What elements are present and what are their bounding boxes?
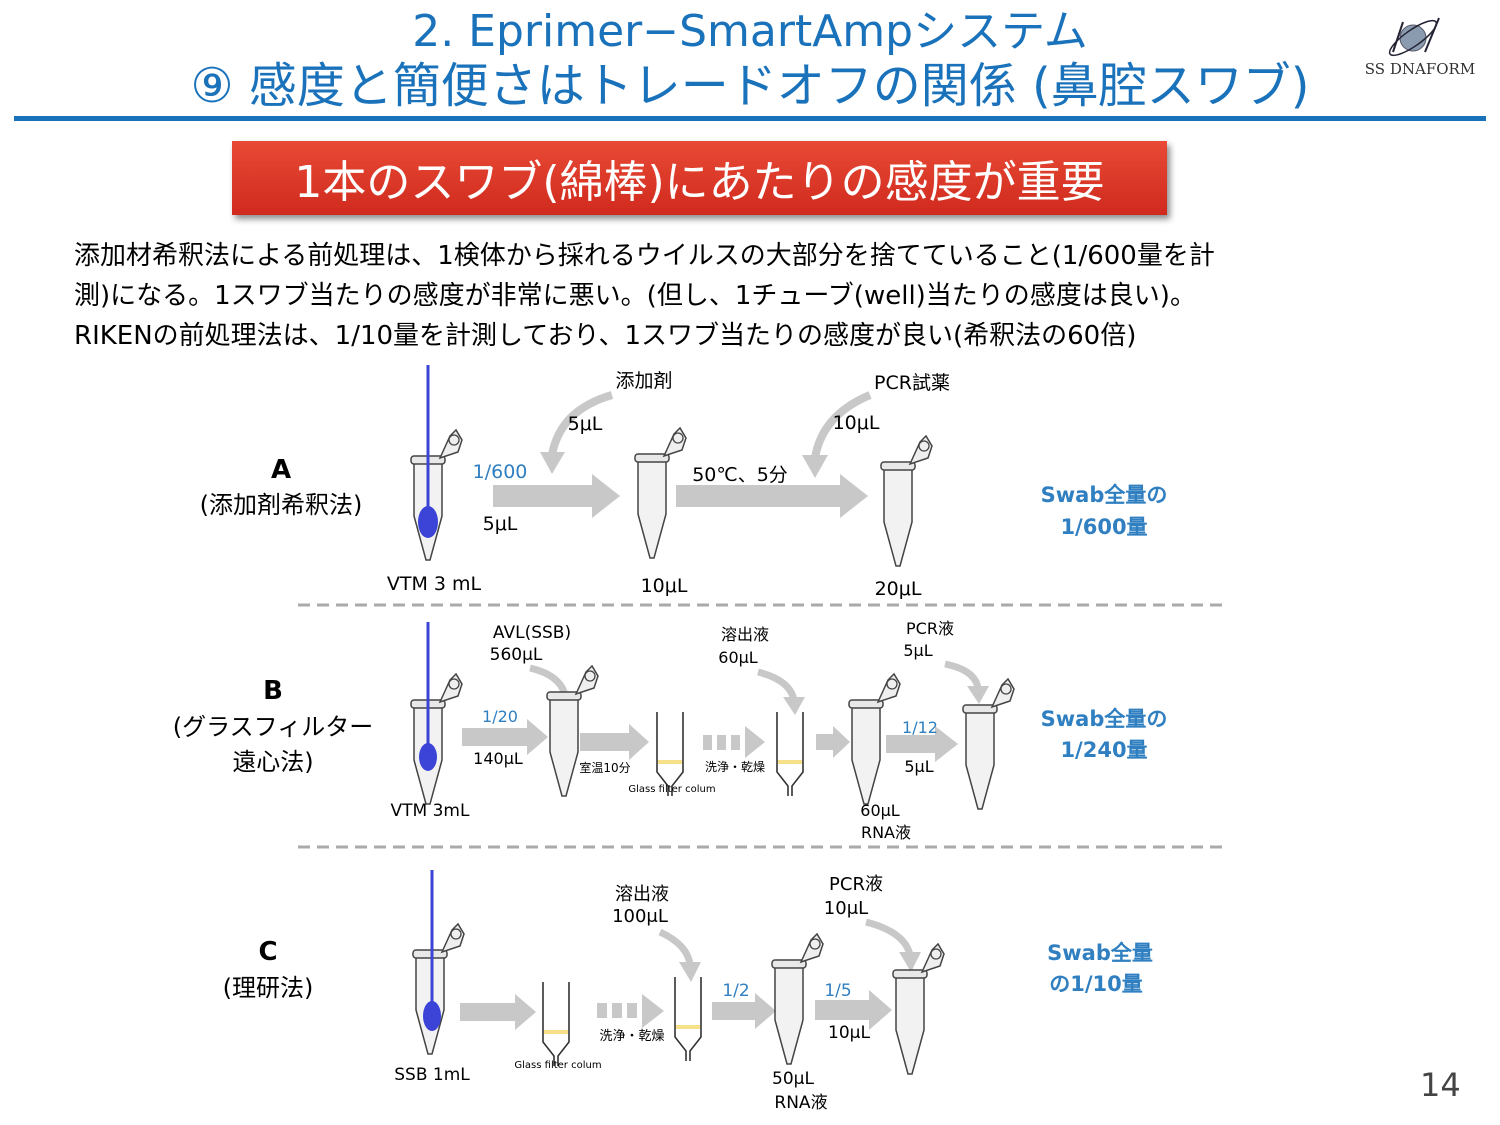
- vtm-tube: [410, 429, 463, 561]
- paragraph-line: 測)になる。1スワブ当たりの感度が非常に悪い。(但し、1チューブ(well)当た…: [74, 281, 1196, 311]
- transfer-arrow: [493, 485, 593, 507]
- paragraph-line: RIKENの前処理法は、1/10量を計測しており、1スワブ当たりの感度が良い(希…: [74, 321, 1137, 351]
- ratio-label: 1/20: [482, 707, 518, 726]
- add-arrow: [548, 391, 614, 456]
- heat-arrow: [676, 485, 841, 507]
- logo-text: SS DNAFORM: [1364, 60, 1476, 78]
- method-a-letter: A: [271, 455, 291, 485]
- glass-filter-column: [542, 981, 570, 1067]
- wash-label: 洗浄・乾燥: [705, 760, 765, 774]
- ratio2-label: 1/5: [824, 981, 851, 1001]
- method-a: A (添加剤希釈法) VTM 3 mL 添加剤 5μL 1/600 5μL 10…: [200, 365, 1168, 600]
- method-a-name: (添加剤希釈法): [200, 491, 363, 519]
- paragraph-line: 添加材希釈法による前処理は、1検体から採れるウイルスの大部分を捨てていること(1…: [74, 241, 1215, 271]
- page-number: 14: [1420, 1066, 1461, 1104]
- column-label: Glass filter colum: [514, 1060, 601, 1071]
- result-a-line2: 1/600量: [1060, 515, 1147, 539]
- rna-volume: 60μL: [860, 801, 900, 820]
- transfer-volume: 140μL: [473, 749, 523, 768]
- final-volume: 20μL: [875, 578, 922, 600]
- title-underline: [14, 116, 1486, 121]
- pcr-tube: [880, 435, 933, 567]
- rna-label: RNA液: [861, 823, 911, 842]
- transfer2-volume: 5μL: [904, 757, 933, 776]
- column-label: Glass filter colum: [628, 784, 715, 795]
- key-message-banner: 1本のスワブ(綿棒)にあたりの感度が重要: [232, 141, 1167, 215]
- pcr-reagent-label: PCR試薬: [874, 372, 950, 394]
- ssb-label: SSB 1mL: [394, 1065, 470, 1085]
- heat-condition: 50℃、5分: [692, 464, 788, 486]
- elution-column: [776, 711, 804, 797]
- rna-label: RNA液: [774, 1093, 827, 1113]
- vtm-label: VTM 3mL: [391, 801, 470, 821]
- slide-title-line1: 2. Eprimer−SmartAmpシステム: [412, 6, 1088, 57]
- incubation-label: 室温10分: [579, 760, 630, 775]
- pcr-tube: [892, 943, 945, 1075]
- transfer-volume: 5μL: [483, 513, 518, 535]
- method-b-name-line2: 遠心法): [232, 748, 313, 776]
- transfer-arrow: [462, 728, 528, 746]
- rna-volume: 50μL: [772, 1069, 814, 1089]
- pcr-tube: [962, 678, 1015, 810]
- ratio2-label: 1/12: [902, 718, 938, 737]
- result-b-line1: Swab全量の: [1041, 707, 1168, 731]
- additive-label: 添加剤: [615, 370, 672, 392]
- method-c-letter: C: [258, 937, 277, 967]
- elution-volume: 60μL: [718, 648, 758, 667]
- description-text: 添加材希釈法による前処理は、1検体から採れるウイルスの大部分を捨てていること(1…: [74, 236, 1474, 356]
- transfer2-volume: 10μL: [828, 1023, 870, 1043]
- vtm-tube: [410, 673, 463, 805]
- avl-volume: 560μL: [490, 645, 543, 665]
- pcr-volume: 5μL: [903, 641, 932, 660]
- swab-tip: [419, 743, 437, 771]
- pcr-label: PCR液: [906, 619, 954, 638]
- ratio-label: 1/2: [722, 981, 749, 1001]
- rna-tube: [771, 933, 824, 1065]
- elution-volume: 100μL: [612, 906, 668, 927]
- result-a-line1: Swab全量の: [1041, 483, 1168, 507]
- result-c-line1: Swab全量: [1047, 941, 1153, 965]
- ssb-tube: [412, 923, 465, 1055]
- tube-volume: 10μL: [641, 575, 688, 597]
- method-b-name-line1: (グラスフィルター: [173, 713, 373, 741]
- result-c-line2: の1/10量: [1049, 972, 1143, 996]
- method-b: B (グラスフィルター 遠心法) VTM 3mL AVL(SSB) 560μL …: [173, 619, 1168, 842]
- swab-tip: [418, 506, 438, 538]
- elution-column: [674, 976, 702, 1062]
- pcr-volume: 10μL: [833, 412, 880, 434]
- elution-label: 溶出液: [615, 884, 669, 905]
- ratio-label: 1/600: [473, 461, 528, 483]
- swab-tip: [423, 1001, 441, 1031]
- method-c-name: (理研法): [223, 974, 314, 1002]
- pcr-add-arrow: [811, 391, 872, 459]
- elution-label: 溶出液: [721, 625, 769, 644]
- pcr-volume: 10μL: [824, 898, 868, 919]
- pcr-label: PCR液: [829, 874, 883, 895]
- additive-volume: 5μL: [568, 413, 603, 435]
- lysis-tube: [546, 665, 599, 797]
- slide-title-line2: ⑨ 感度と簡便さはトレードオフの関係 (鼻腔スワブ): [190, 58, 1310, 114]
- dnaform-logo: SS DNAFORM: [1355, 14, 1485, 82]
- method-b-letter: B: [263, 676, 283, 706]
- wash-label: 洗浄・乾燥: [599, 1029, 664, 1044]
- result-b-line2: 1/240量: [1060, 738, 1147, 762]
- vtm-label: VTM 3 mL: [387, 573, 482, 595]
- avl-label: AVL(SSB): [493, 623, 571, 643]
- method-c: C (理研法) SSB 1mL Glass filter colum 洗浄・乾燥…: [223, 870, 1153, 1113]
